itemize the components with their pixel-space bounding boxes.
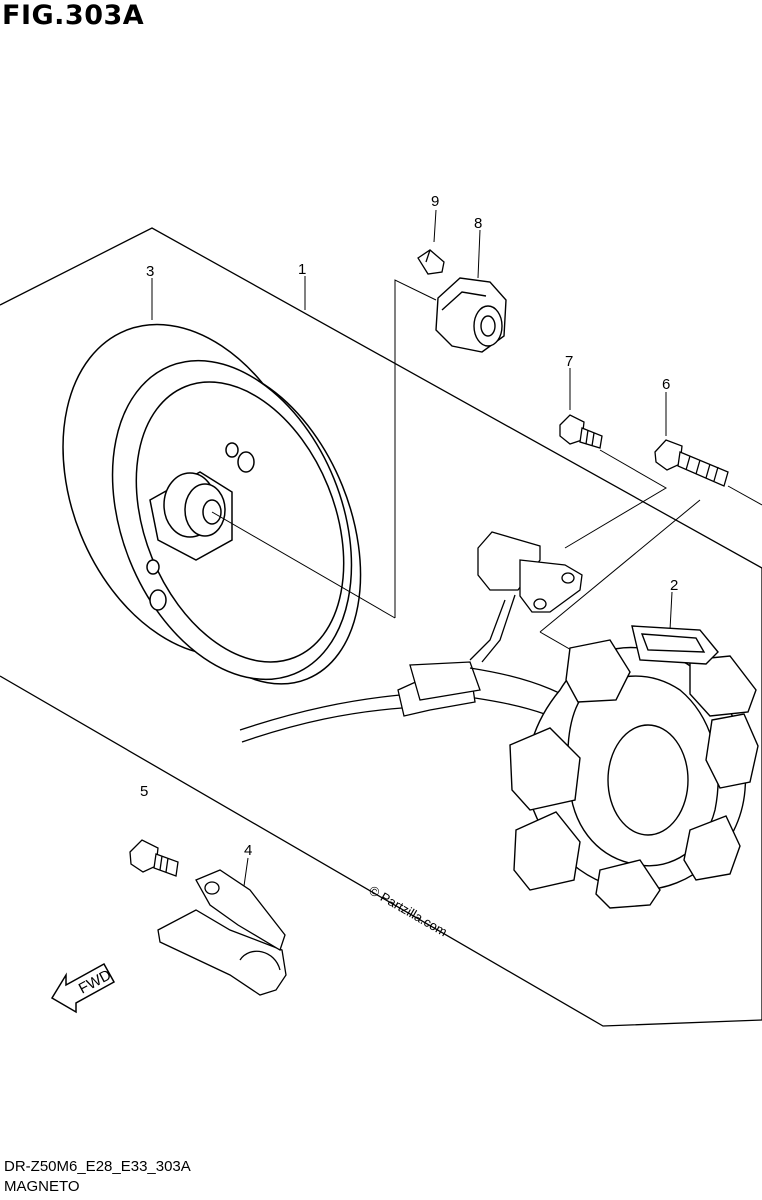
stator[interactable]	[509, 625, 759, 909]
figure-code: DR-Z50M6_E28_E33_303A	[4, 1158, 191, 1175]
figure-title: FIG.303A	[2, 0, 145, 31]
key[interactable]	[417, 249, 445, 275]
bolt-short[interactable]	[559, 414, 603, 449]
screw[interactable]	[129, 839, 179, 877]
callout-2: 2	[670, 577, 678, 594]
callout-6: 6	[662, 376, 670, 393]
figure-name: MAGNETO	[4, 1178, 80, 1195]
callout-3: 3	[146, 263, 154, 280]
callout-9: 9	[431, 193, 439, 210]
callout-8: 8	[474, 215, 482, 232]
callout-7: 7	[565, 353, 573, 370]
pickup-coil[interactable]	[469, 531, 583, 663]
leader-lines	[151, 209, 762, 901]
bolt-long[interactable]	[654, 439, 729, 487]
callout-labels: 1 2 3 4 5 6 7 8 9	[140, 193, 678, 859]
callout-4: 4	[244, 842, 252, 859]
callout-1: 1	[298, 261, 306, 278]
assembly-frame	[0, 227, 762, 1027]
rotor-flywheel[interactable]	[16, 286, 404, 718]
watermark: © Partzilla.com	[367, 883, 450, 940]
callout-5: 5	[140, 783, 148, 800]
nut[interactable]	[435, 277, 507, 353]
clamp-bracket[interactable]	[157, 869, 287, 996]
fwd-arrow: FWD	[50, 962, 116, 1014]
